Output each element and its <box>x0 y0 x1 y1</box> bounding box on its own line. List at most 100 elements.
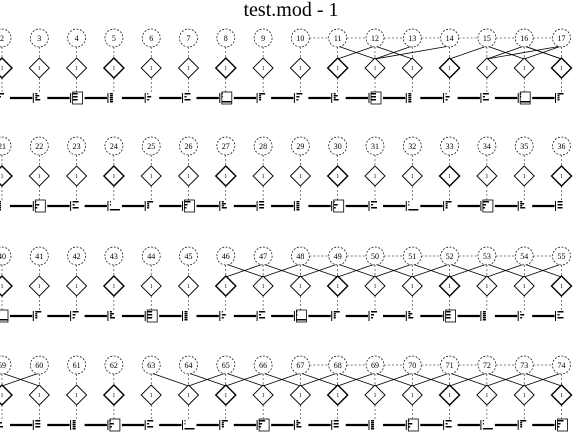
link-line <box>374 45 413 60</box>
glyph-mark <box>408 201 410 203</box>
node-glyph <box>555 311 564 321</box>
glyph-mark <box>184 317 188 319</box>
diamond-mark: 1 <box>523 284 526 290</box>
node-glyph <box>405 201 419 211</box>
glyph-mark <box>296 207 300 209</box>
glyph-mark <box>520 101 531 103</box>
glyph-mark <box>35 204 40 206</box>
node-glyph <box>107 418 121 432</box>
node-glyph <box>32 93 41 103</box>
node-number: 46 <box>222 252 230 261</box>
node-number: 68 <box>334 361 342 370</box>
glyph-box <box>258 418 270 432</box>
link-line <box>486 263 525 278</box>
glyph-box <box>295 309 307 323</box>
glyph-mark <box>184 96 187 98</box>
diamond-mark: 1 <box>75 66 78 72</box>
glyph-mark <box>371 317 373 319</box>
glyph-mark <box>72 204 75 206</box>
diamond-mark: 1 <box>187 284 190 290</box>
glyph-mark <box>296 96 300 98</box>
diamond-mark: 1 <box>299 174 302 180</box>
node-number: 15 <box>483 34 491 43</box>
node-number: 72 <box>483 361 491 370</box>
glyph-mark <box>557 204 563 206</box>
link-line <box>188 372 226 387</box>
glyph-mark <box>259 201 265 203</box>
glyph-mark <box>184 204 188 206</box>
glyph-mark <box>445 99 448 101</box>
node-number: 65 <box>222 361 230 370</box>
glyph-mark <box>482 99 489 101</box>
diamond-mark: 1 <box>299 284 302 290</box>
glyph-mark <box>520 420 527 422</box>
glyph-mark <box>35 426 41 428</box>
glyph-mark <box>0 209 1 211</box>
glyph-mark <box>184 420 186 422</box>
glyph-mark <box>35 317 38 319</box>
node-glyph <box>70 91 83 105</box>
diamond-mark: 1 <box>374 66 377 72</box>
glyph-box <box>221 91 233 105</box>
glyph-mark <box>557 207 563 209</box>
node-number: 28 <box>259 142 267 151</box>
link-line <box>151 372 189 387</box>
glyph-mark <box>221 96 223 98</box>
node-number: 24 <box>110 142 118 151</box>
node-glyph <box>293 420 302 430</box>
node-number: 35 <box>520 142 528 151</box>
node-glyph <box>32 199 46 213</box>
diamond-mark: 1 <box>262 174 265 180</box>
glyph-mark <box>333 317 336 319</box>
glyph-mark <box>259 314 262 316</box>
glyph-box <box>0 309 9 323</box>
node-number: 9 <box>261 34 265 43</box>
node-glyph <box>256 93 266 103</box>
glyph-mark <box>371 207 377 209</box>
node-glyph <box>443 93 450 103</box>
glyph-mark <box>557 426 560 428</box>
node-glyph <box>517 91 531 105</box>
diamond-mark: 1 <box>1 66 4 72</box>
diamond-mark: 1 <box>224 284 227 290</box>
node-number: 55 <box>558 252 566 261</box>
glyph-mark <box>221 422 224 424</box>
diamond-mark: 1 <box>224 66 227 72</box>
glyph-mark <box>371 314 374 316</box>
glyph-mark <box>221 424 224 426</box>
glyph-mark <box>147 420 154 422</box>
glyph-mark <box>333 201 335 203</box>
glyph-mark <box>35 315 38 317</box>
node-glyph <box>70 201 79 211</box>
diagram-row: 5916016116216316416516616716816917017117… <box>0 355 573 432</box>
glyph-mark <box>184 315 188 317</box>
glyph-mark <box>147 426 154 428</box>
node-number: 26 <box>185 142 193 151</box>
glyph-mark <box>557 93 564 95</box>
glyph-mark <box>72 311 79 313</box>
diamond-mark: 1 <box>523 66 526 72</box>
glyph-mark <box>296 426 302 428</box>
diagram-row: 2112212312412512612712812913013113213313… <box>0 136 573 213</box>
node-glyph <box>0 422 3 428</box>
glyph-mark <box>147 207 150 209</box>
glyph-mark <box>445 426 452 428</box>
glyph-mark <box>221 203 226 205</box>
glyph-mark <box>445 317 451 319</box>
diamond-mark: 1 <box>38 66 41 72</box>
glyph-mark <box>445 207 448 209</box>
link-line <box>449 263 488 278</box>
diamond-mark: 1 <box>411 174 414 180</box>
link-line <box>486 372 525 387</box>
node-number: 74 <box>558 361 566 370</box>
diamond-mark: 1 <box>224 393 227 399</box>
glyph-mark <box>520 207 526 209</box>
glyph-mark <box>408 423 413 425</box>
glyph-mark <box>333 423 339 425</box>
glyph-mark <box>445 205 448 207</box>
glyph-mark <box>259 420 266 422</box>
glyph-mark <box>333 313 336 315</box>
glyph-mark <box>482 428 493 430</box>
diamond-mark: 1 <box>336 393 339 399</box>
glyph-mark <box>408 95 412 97</box>
